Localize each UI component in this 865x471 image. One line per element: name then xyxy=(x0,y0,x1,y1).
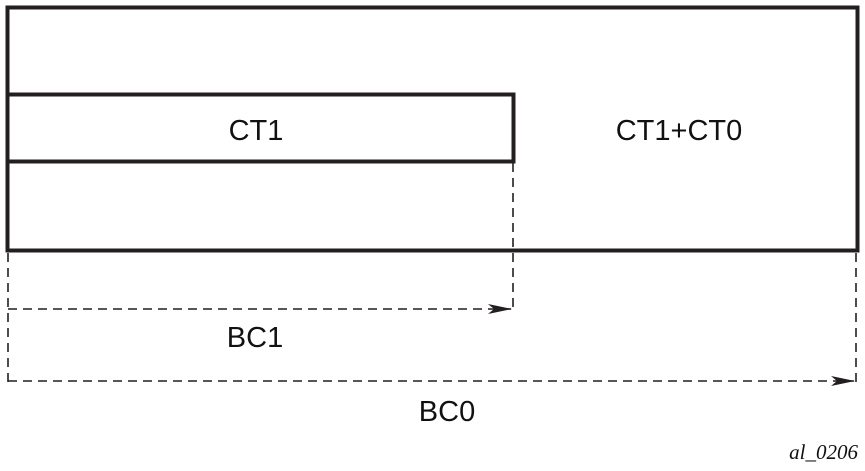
inner-box-label: CT1 xyxy=(229,115,284,147)
bc1-label: BC1 xyxy=(227,322,283,354)
bc0-label: BC0 xyxy=(419,396,475,428)
outer-box-label: CT1+CT0 xyxy=(616,115,743,147)
figure-id: al_0206 xyxy=(789,440,858,464)
inner-box-ct1 xyxy=(5,92,516,164)
